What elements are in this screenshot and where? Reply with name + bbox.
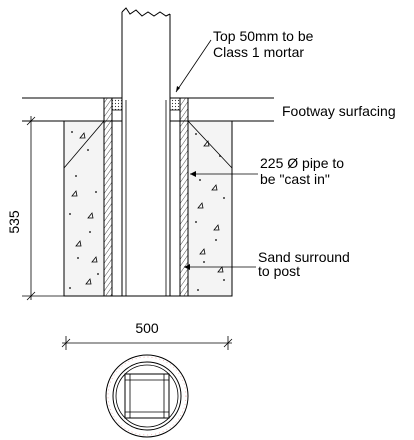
pipe-note-line1: 225 Ø pipe to: [260, 155, 344, 171]
sand-note-line1: Sand surround: [258, 249, 350, 265]
mortar-note-line2: Class 1 mortar: [213, 44, 304, 60]
post-break-line: [121, 7, 171, 17]
depth-dimension-label: 535: [6, 210, 22, 234]
mortar-note-line1: Top 50mm to be: [213, 28, 314, 44]
mortar-leader: [175, 39, 212, 93]
post: [104, 7, 188, 297]
footway-label: Footway surfacing: [282, 103, 396, 119]
concrete-block-right: [187, 120, 233, 297]
sand-surround: [111, 110, 181, 296]
width-dimension-label: 500: [135, 320, 159, 336]
sand-leader: [184, 264, 256, 270]
plan-view: [105, 354, 189, 438]
sand-note-line2: to post: [258, 263, 300, 279]
width-dimension: [61, 336, 233, 350]
concrete-block-left: [63, 120, 105, 297]
pipe-leader: [190, 171, 258, 177]
depth-dimension: [22, 116, 64, 301]
pipe-note-line2: be "cast in": [260, 171, 330, 187]
